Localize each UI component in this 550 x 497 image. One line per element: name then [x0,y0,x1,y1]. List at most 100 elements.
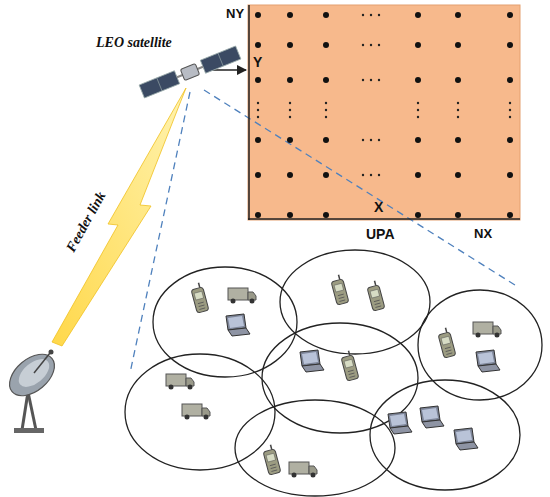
x-axis [248,218,520,220]
antenna-element [287,42,293,48]
ellipsis-dot [457,102,459,104]
laptop-icon [476,350,500,372]
ellipsis-dot [370,14,372,16]
antenna-element [415,77,421,83]
antenna-element [287,77,293,83]
ellipsis-dot [378,14,380,16]
antenna-element [415,137,421,143]
antenna-element [455,212,461,218]
antenna-element [287,172,293,178]
laptop-icon [420,406,444,428]
ellipsis-dot [509,102,511,104]
axis-size-label: NY [226,7,244,20]
antenna-element [507,212,513,218]
antenna-element [323,42,329,48]
antenna-element [455,172,461,178]
phone-icon [262,444,281,475]
ellipsis-dot [370,79,372,81]
ground-station [2,346,62,433]
laptop-icon [226,314,250,336]
feeder-link-bolt [52,88,186,346]
ellipsis-dot [325,109,327,111]
beam-edge [204,90,515,285]
phone-icon [330,274,349,305]
phone-icon [190,282,209,313]
laptop-icon [454,428,478,450]
phone-icon [340,350,359,381]
antenna-element [287,212,293,218]
beam-cell [280,250,430,354]
antenna-element [415,42,421,48]
beam-cell [418,290,542,400]
truck-icon [289,462,317,478]
beam-cell [125,354,275,470]
antenna-element [507,77,513,83]
axis-label: X [374,200,383,214]
antenna-element [415,212,421,218]
beam-cell [262,323,418,433]
satellite-label: LEO satellite [96,36,172,50]
ellipsis-dot [509,109,511,111]
ellipsis-dot [417,109,419,111]
ellipsis-dot [457,116,459,118]
phone-icon [366,280,385,311]
beam-cell [153,267,297,377]
ellipsis-dot [325,102,327,104]
ellipsis-dot [257,109,259,111]
antenna-element [255,12,261,18]
antenna-element [507,42,513,48]
truck-icon [166,374,194,390]
antenna-element [255,212,261,218]
antenna-element [507,12,513,18]
antenna-element [287,12,293,18]
ellipsis-dot [378,44,380,46]
ellipsis-dot [257,102,259,104]
laptop-icon [300,350,324,372]
truck-icon [473,322,501,338]
upa-panel [248,5,520,220]
axis-label: Y [253,55,262,69]
ellipsis-dot [417,102,419,104]
y-axis [248,5,250,220]
antenna-element [507,172,513,178]
ellipsis-dot [362,14,364,16]
antenna-element [415,12,421,18]
antenna-element [323,77,329,83]
upa-panel: NYYXUPANX [248,5,520,220]
leo-satellite [139,46,241,98]
antenna-element [323,212,329,218]
ellipsis-dot [457,109,459,111]
ellipsis-dot [289,109,291,111]
antenna-element [455,137,461,143]
phone-icon [437,327,456,358]
ellipsis-dot [378,174,380,176]
array-label: UPA [366,227,395,241]
axis-size-label: NX [474,227,492,240]
antenna-element [455,77,461,83]
ellipsis-dot [378,79,380,81]
ellipsis-dot [370,44,372,46]
beam-cell [235,400,395,496]
ellipsis-dot [417,116,419,118]
ellipsis-dot [362,44,364,46]
laptop-icon [388,412,412,434]
antenna-element [455,42,461,48]
antenna-element [415,172,421,178]
antenna-element [507,137,513,143]
beam-cell [370,380,520,490]
ellipsis-dot [362,174,364,176]
ellipsis-dot [378,139,380,141]
ellipsis-dot [289,102,291,104]
ellipsis-dot [325,116,327,118]
ellipsis-dot [362,139,364,141]
link-label: Feeder link [64,190,108,255]
ellipsis-dot [370,139,372,141]
zoom-arrow [212,69,246,71]
ellipsis-dot [509,116,511,118]
ellipsis-dot [370,174,372,176]
ellipsis-dot [362,79,364,81]
antenna-element [255,137,261,143]
antenna-element [255,42,261,48]
truck-icon [182,404,210,420]
